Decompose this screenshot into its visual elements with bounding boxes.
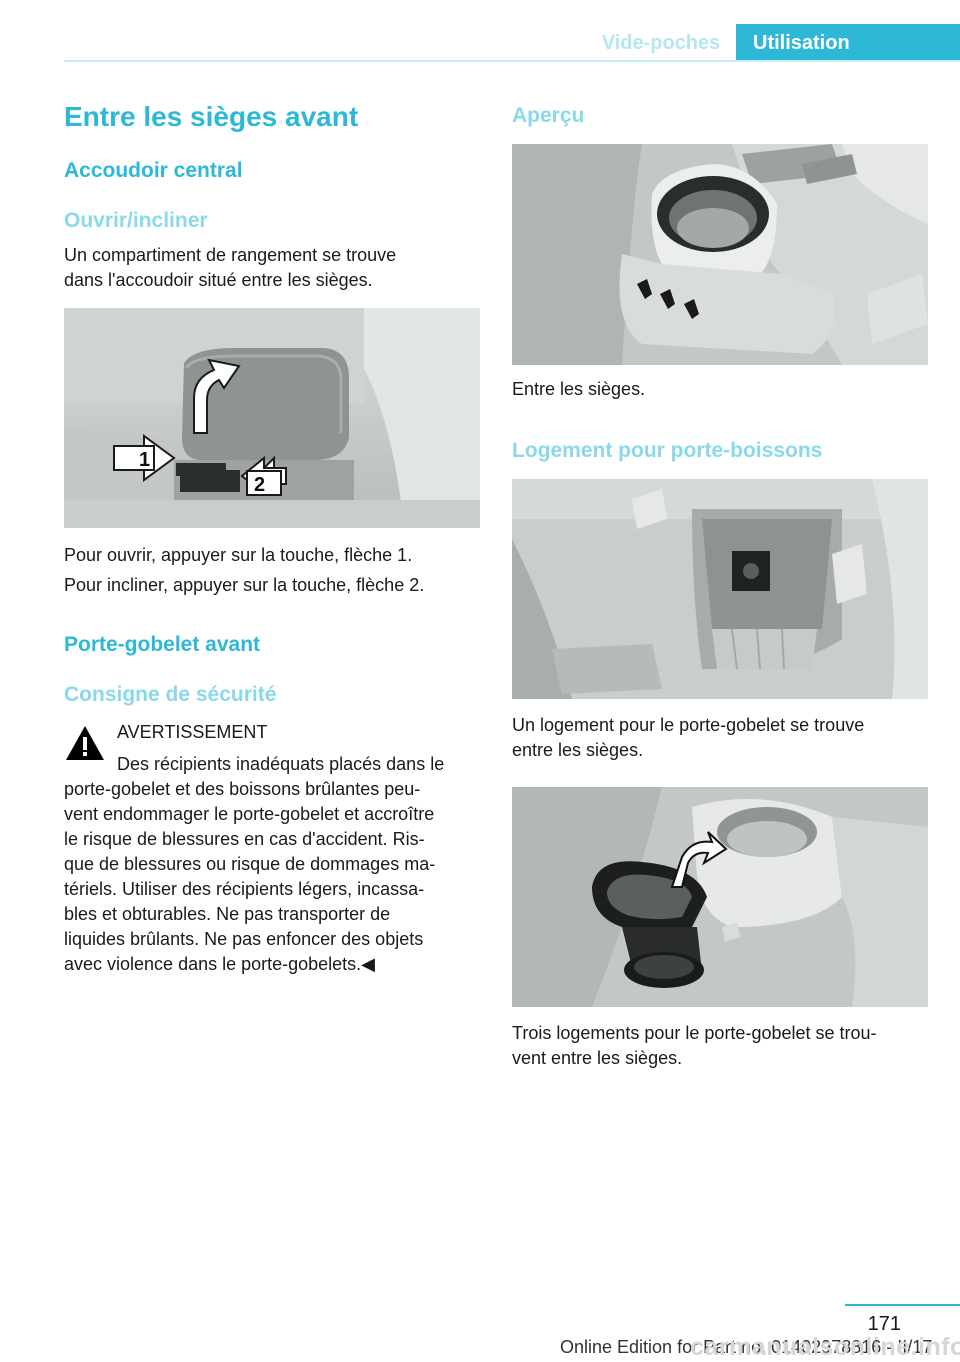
header-section-tab: Vide-poches	[601, 32, 721, 54]
caption-insert-l1: Trois logements pour le porte-gobelet se…	[512, 1023, 877, 1043]
heading-apercu: Aperçu	[512, 104, 585, 127]
figure-cup-insert	[512, 787, 928, 1007]
caption-overview: Entre les sièges.	[512, 379, 646, 399]
warning-line: liquides brûlants. Ne pas enfoncer des o…	[64, 929, 424, 949]
warning-line: Des récipients inadéquats placés dans le	[117, 754, 445, 774]
warning-text: Des récipients inadéquats placés dans le…	[64, 752, 480, 977]
figure-cup-slot	[512, 479, 928, 699]
heading-logement: Logement pour porte-boissons	[512, 439, 823, 462]
paragraph-line: dans l'accoudoir situé entre les sièges.	[64, 270, 373, 290]
warning-line: porte-gobelet et des boissons brûlantes …	[64, 779, 421, 799]
heading-accoudoir: Accoudoir central	[64, 159, 243, 182]
edition-text: Online Edition for Part no. 01402978816 …	[560, 1337, 933, 1357]
caption-insert-l2: vent entre les sièges.	[512, 1048, 683, 1068]
caption-slot-l2: entre les sièges.	[512, 740, 644, 760]
warning-line: bles et obturables. Ne pas transporter d…	[64, 904, 391, 924]
warning-line: le risque de blessures en cas d'accident…	[64, 829, 425, 849]
header-rule	[64, 60, 960, 62]
instruction-open: Pour ouvrir, appuyer sur la touche, flèc…	[64, 545, 413, 565]
figure-armrest: 1 2	[64, 308, 480, 528]
heading-ouvrir: Ouvrir/incliner	[64, 209, 208, 232]
warning-label: AVERTISSEMENT	[117, 722, 268, 742]
paragraph-line: Un compartiment de rangement se trouve	[64, 245, 397, 265]
warning-line: avec violence dans le porte-gobelets.◀	[64, 954, 376, 974]
warning-line: tériels. Utiliser des récipients légers,…	[64, 879, 425, 899]
figure-console-overview	[512, 144, 928, 365]
heading-consigne: Consigne de sécurité	[64, 683, 277, 706]
instruction-tilt: Pour incliner, appuyer sur la touche, fl…	[64, 575, 425, 595]
callout-1: 1	[139, 449, 150, 471]
callout-2: 2	[254, 474, 265, 496]
warning-triangle-icon	[64, 724, 106, 767]
header-chapter-tab: Utilisation	[736, 24, 960, 62]
watermark: carmanualsonline.info	[690, 1333, 960, 1361]
caption-slot-l1: Un logement pour le porte-gobelet se tro…	[512, 715, 865, 735]
warning-line: vent endommager le porte-gobelet et accr…	[64, 804, 435, 824]
heading-porte-gobelet: Porte-gobelet avant	[64, 633, 261, 656]
page-title: Entre les sièges avant	[64, 101, 359, 132]
footer-rule	[845, 1304, 960, 1306]
warning-line: que de blessures ou risque de dommages m…	[64, 854, 436, 874]
page-number: 171	[867, 1313, 901, 1335]
